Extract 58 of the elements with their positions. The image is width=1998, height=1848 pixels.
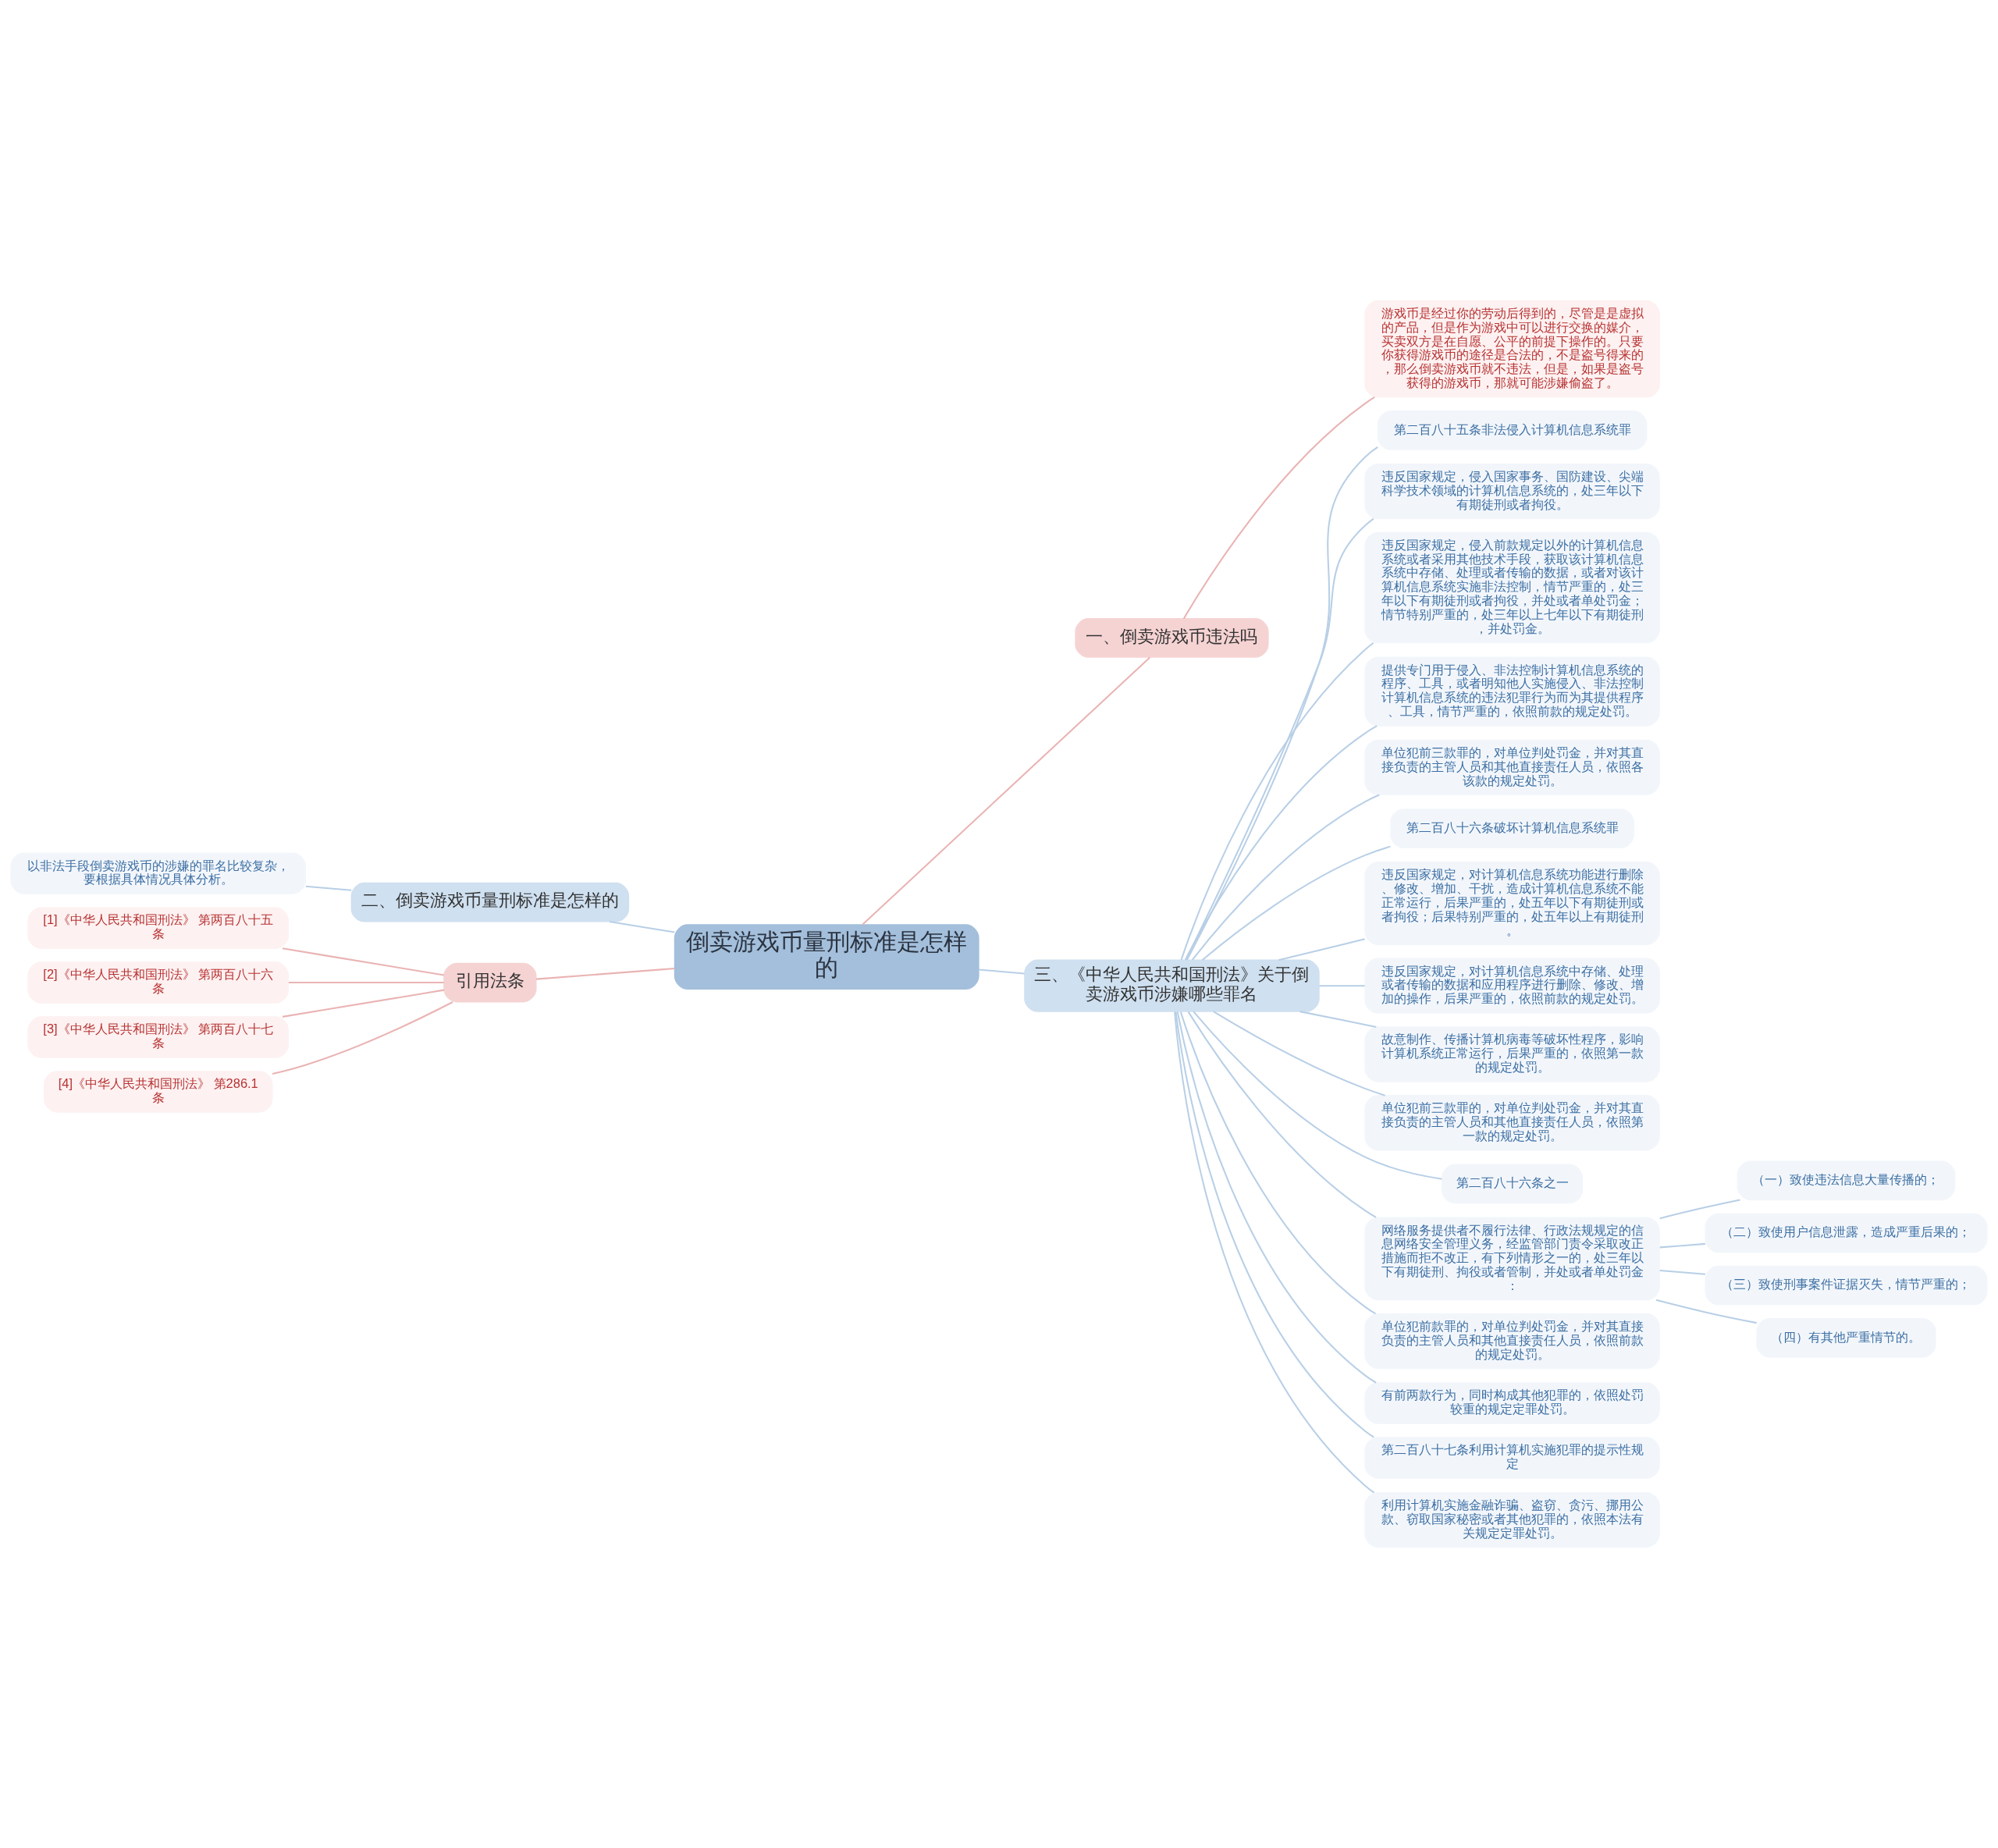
node-box: 倒卖游戏币量刑标准是怎样的 [674,924,979,990]
node-box: [4]《中华人民共和国刑法》 第286.1条 [44,1071,273,1113]
connector [1659,1199,1740,1220]
connector [1659,1242,1705,1249]
connector [1180,641,1374,961]
connector [1655,1299,1757,1324]
node-box: （三）致使刑事案件证据灭失，情节严重的； [1705,1265,1988,1306]
node-box: （二）致使用户信息泄露，造成严重后果的； [1705,1213,1988,1253]
node-box: 一、倒卖游戏币违法吗 [1075,618,1269,658]
node-box: 利用计算机实施金融诈骗、盗窃、贪污、挪用公款、窃取国家秘密或者其他犯罪的，依照本法有关规定定罪处罚。 [1364,1491,1660,1548]
connector [1193,1011,1442,1180]
node-box: 违反国家规定，对计算机信息系统中存储、处理或者传输的数据和应用程序进行删除、修改、增加的操作，后果严重的，依照前款的规定处罚。 [1364,958,1660,1014]
node-box: 违反国家规定，侵入前款规定以外的计算机信息系统或者采用其他技术手段，获取该计算机信息系统中存储、处理或者传输的数据，或者对该计算机信息系统实施非法控制，情节严重的，处三年以下有期徒刑或者拘役，并处或者单处罚金；情节特别严重的，处三年以上七年以下有期徒刑，并处罚金。 [1364,531,1660,644]
node-box: 第二百八十五条非法侵入计算机信息系统罪 [1377,410,1648,450]
connector [282,989,445,1018]
connector [862,656,1150,926]
connector [978,968,1025,975]
node-box: 二、倒卖游戏币量刑标准是怎样的 [350,882,630,922]
connector [288,982,444,984]
node-box: （四）有其他严重情节的。 [1756,1318,1936,1358]
connector [1213,1011,1385,1096]
node-box: 有前两款行为，同时构成其他犯罪的，依照处罚较重的规定定罪处罚。 [1364,1382,1660,1424]
node-box: 故意制作、传播计算机病毒等破坏性程序，影响计算机系统正常运行，后果严重的，依照第一款的规定处罚。 [1364,1026,1660,1082]
connector [1184,725,1378,961]
node-box: （一）致使违法信息大量传播的； [1737,1160,1956,1201]
node-box: 网络服务提供者不履行法律、行政法规规定的信息网络安全管理义务，经监管部门责令采取改正措施而拒不改正，有下列情形之一的，处三年以下有期徒刑、拘役或者管制，并处或者单处罚金： [1364,1217,1660,1301]
node-box: 违反国家规定，对计算机信息系统功能进行删除、修改、增加、干扰，造成计算机信息系统不能正常运行，后果严重的，处五年以下有期徒刑或者拘役；后果特别严重的，处五年以上有期徒刑。 [1364,862,1660,946]
node-box: 单位犯前三款罪的，对单位判处罚金，并对其直接负责的主管人员和其他直接责任人员，依照第一款的规定处罚。 [1364,1095,1660,1151]
connector [1191,794,1380,961]
node-box: 第二百八十七条利用计算机实施犯罪的提示性规定 [1364,1437,1660,1479]
node-box: [1]《中华人民共和国刑法》 第两百八十五条 [27,907,290,949]
node-box: 以非法手段倒卖游戏币的涉嫌的罪名比较复杂，要根据具体情况具体分析。 [10,852,306,894]
node-box: 引用法条 [443,962,537,1003]
connector [1186,446,1378,961]
connector [305,885,352,891]
connector [1201,845,1391,961]
connector [272,1001,453,1075]
node-box: 提供专门用于侵入、非法控制计算机信息系统的程序、工具，或者明知他人实施侵入、非法控制计算机信息系统的违法犯罪行为而为其提供程序、工具，情节严重的，依照前款的规定处罚。 [1364,656,1660,727]
connector [1319,985,1365,987]
node-box: 第二百八十六条破坏计算机信息系统罪 [1390,808,1634,848]
connector [1278,938,1365,961]
connector [1299,1011,1377,1028]
node-box: 游戏币是经过你的劳动后得到的，尽管是是虚拟的产品，但是作为游戏中可以进行交换的媒介，买卖双方是在自愿、公平的前提下操作的。只要你获得游戏币的途径是合法的，不是盗号得来的，那么倒卖游戏币就不违法，但是，如果是盗号获得的游戏币，那就可能涉嫌偷盗了。 [1364,300,1660,398]
connector [609,920,675,933]
connector [536,968,675,980]
node-box: 单位犯前款罪的，对单位判处罚金，并对其直接负责的主管人员和其他直接责任人员，依照前款的规定处罚。 [1364,1313,1660,1370]
connector [1185,517,1374,961]
connector [1179,1011,1377,1315]
node-box: [2]《中华人民共和国刑法》 第两百八十六条 [27,961,290,1004]
node-box: 违反国家规定，侵入国家事务、国防建设、尖端科学技术领域的计算机信息系统的，处三年以下有期徒刑或者拘役。 [1364,463,1660,520]
connector [1659,1270,1705,1275]
connector [1187,1011,1377,1218]
node-box: [3]《中华人民共和国刑法》 第两百八十七条 [27,1016,290,1058]
node-box: 单位犯前三款罪的，对单位判处罚金，并对其直接负责的主管人员和其他直接责任人员，依照各该款的规定处罚。 [1364,739,1660,796]
node-box: 第二百八十六条之一 [1442,1164,1584,1204]
connector [1182,396,1375,620]
connector [282,947,445,976]
node-box: 三、《中华人民共和国刑法》关于倒卖游戏币涉嫌哪些罪名 [1024,959,1320,1012]
